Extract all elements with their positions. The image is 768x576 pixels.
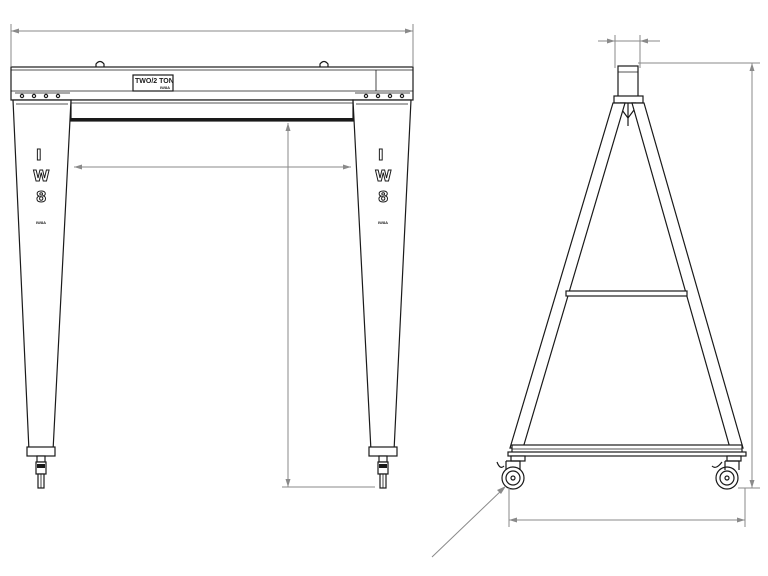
right-leg-tag: IW8A <box>378 220 388 225</box>
middle-crossbar <box>565 290 688 297</box>
capacity-label: TWO/2 TON IW8A <box>132 74 174 92</box>
right-leg-letter-8: 8 <box>378 188 388 206</box>
lifting-eye-right <box>319 60 329 67</box>
left-leg-letter-w: W <box>33 167 50 185</box>
inner-span-dimension <box>74 164 351 170</box>
left-leg-letter-8: 8 <box>36 188 46 206</box>
top-beam <box>10 60 414 101</box>
caster-leader-arrow <box>431 486 506 558</box>
left-leg-letter-i: I <box>36 146 42 164</box>
capacity-label-sub: IW8A <box>160 85 170 90</box>
a-frame-legs <box>509 102 744 449</box>
right-leg-letter-w: W <box>375 167 392 185</box>
wheel-base-dimension <box>508 488 746 527</box>
base-bar <box>507 444 747 457</box>
left-leg: I W 8 IW8A <box>12 99 72 489</box>
overall-height-dimension <box>638 62 760 489</box>
left-front-caster <box>35 455 47 489</box>
side-view <box>431 35 760 558</box>
beam-bolts <box>19 93 405 99</box>
lifting-eye-left <box>95 60 105 67</box>
right-leg: I W 8 IW8A <box>352 99 412 489</box>
beam-end-cap <box>613 65 644 126</box>
right-leg-letter-i: I <box>378 146 384 164</box>
front-view: TWO/2 TON IW8A I W 8 IW8A <box>10 24 414 489</box>
right-front-caster <box>377 455 389 489</box>
side-caster-right <box>711 455 742 490</box>
under-beam-height-dimension <box>282 123 375 488</box>
i-beam-track <box>70 99 354 122</box>
left-leg-tag: IW8A <box>36 220 46 225</box>
overall-width-dimension <box>10 24 414 66</box>
capacity-label-text: TWO/2 TON <box>135 78 174 85</box>
side-caster-left <box>496 455 526 490</box>
